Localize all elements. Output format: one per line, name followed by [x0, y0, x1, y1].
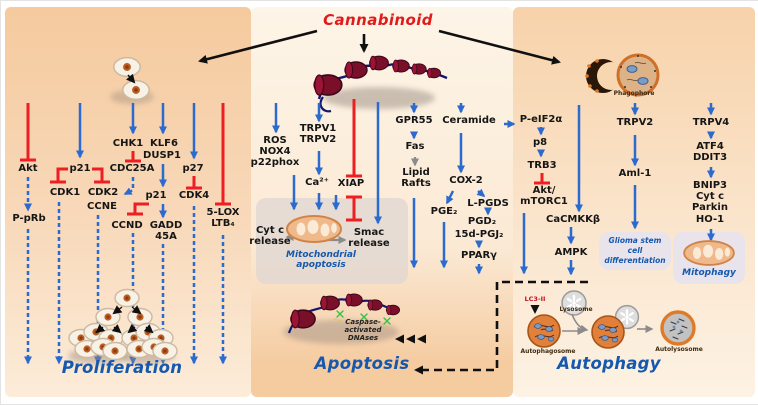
- phagophore-label: Phagophore: [613, 90, 655, 97]
- node-p27: p27: [182, 163, 204, 174]
- node-cox2: COX-2: [449, 175, 483, 186]
- node-pge2: PGE₂: [430, 206, 458, 217]
- glioma-differentiation-box: Glioma stem cell differentiation: [599, 232, 671, 270]
- node-p21-mid: p21: [145, 190, 167, 201]
- node-pgd2: PGD₂: [467, 216, 497, 227]
- lc3-label: LC3-II: [524, 295, 546, 303]
- node-l-pgds: L-PGDS: [467, 198, 509, 209]
- node-smac-release: Smac release: [348, 227, 390, 250]
- node-pparg: PPARγ: [461, 250, 497, 261]
- node-ca2: Ca²⁺: [305, 177, 329, 188]
- node-aml1: Aml-1: [618, 168, 652, 179]
- node-trpv4: TRPV4: [692, 117, 730, 128]
- node-ceramide: Ceramide: [442, 115, 496, 126]
- lysosome-label: Lysosome: [559, 306, 593, 313]
- node-15d-pgj2: 15d-PGJ₂: [454, 229, 504, 240]
- proliferation-title: Proliferation: [61, 358, 183, 377]
- mitochondrial-apoptosis-caption: Mitochondrial apoptosis: [286, 250, 356, 271]
- node-bnip3-group: BNIP3 Cyt c Parkin HO-1: [692, 180, 728, 225]
- node-cdk2: CDK2: [87, 187, 119, 198]
- node-akt: Akt: [18, 163, 38, 174]
- node-trb3: TRB3: [527, 160, 557, 171]
- node-ccnd: CCND: [111, 220, 143, 231]
- node-gpr55: GPR55: [395, 115, 433, 126]
- node-trpv1-trpv2: TRPV1 TRPV2: [299, 123, 337, 146]
- mitophagy-caption: Mitophagy: [682, 268, 736, 278]
- node-klf6: KLF6: [150, 138, 178, 149]
- autolysosome-label: Autolysosome: [655, 346, 703, 353]
- glioma-differentiation-label: Glioma stem cell differentiation: [604, 236, 666, 265]
- node-ros-nox4-p22phox: ROS NOX4 p22phox: [250, 135, 300, 169]
- node-cytc-release: Cyt c release: [249, 225, 291, 248]
- node-fas: Fas: [405, 141, 425, 152]
- node-atf4-ddit3: ATF4 DDIT3: [692, 141, 728, 164]
- autophagy-title: Autophagy: [557, 354, 661, 373]
- node-trpv2: TRPV2: [616, 117, 654, 128]
- node-ampk: AMPK: [554, 247, 588, 258]
- node-xiap: XIAP: [337, 178, 365, 189]
- node-lipid-rafts: Lipid Rafts: [401, 167, 431, 190]
- node-akt-mtorc1: Akt/ mTORC1: [520, 185, 568, 208]
- node-chk1: CHK1: [112, 138, 144, 149]
- node-dusp1: DUSP1: [143, 150, 181, 161]
- node-5lox-ltb4: 5-LOX LTB₄: [206, 207, 240, 230]
- caspase-dnases-caption: Caspase-activated DNAses: [344, 318, 382, 342]
- node-ccne: CCNE: [87, 201, 117, 212]
- proliferation-panel: [5, 7, 251, 397]
- apoptosis-title: Apoptosis: [314, 354, 410, 373]
- node-p21-top: p21: [69, 163, 91, 174]
- cannabinoid-title: Cannabinoid: [323, 11, 433, 29]
- node-cacmkkb: CaCMKKβ: [545, 214, 601, 225]
- node-cdc25a: CDC25A: [109, 163, 155, 174]
- node-p-eif2a: P-eIF2α: [519, 114, 563, 125]
- node-p8: p8: [532, 137, 548, 148]
- node-p-prb: P-pRb: [12, 213, 46, 224]
- node-cdk4: CDK4: [178, 190, 210, 201]
- node-cdk1: CDK1: [49, 187, 81, 198]
- node-gadd45a: GADD 45A: [149, 220, 183, 243]
